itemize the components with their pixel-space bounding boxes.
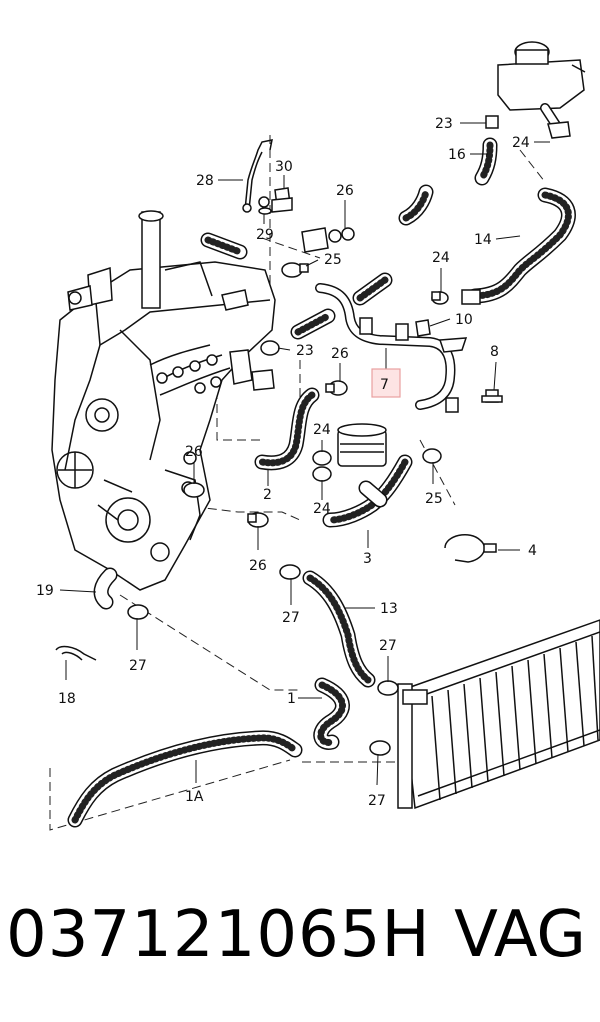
label-1A: 1A — [185, 789, 204, 805]
label-14: 14 — [474, 232, 492, 248]
engine-block — [51, 210, 276, 591]
label-4: 4 — [528, 543, 537, 559]
clamp-26-mid — [325, 380, 348, 396]
clamp-26-left — [183, 482, 205, 498]
label-27-left: 27 — [129, 658, 147, 674]
label-23-top: 23 — [435, 116, 453, 132]
label-18: 18 — [58, 691, 76, 707]
leader-lines — [59, 122, 550, 786]
clamp-25-right — [422, 448, 442, 464]
label-27-right: 27 — [379, 638, 397, 654]
assembly-guide-lines — [49, 135, 546, 831]
clamp-25-top — [281, 262, 309, 278]
label-10: 10 — [455, 312, 473, 328]
label-19: 19 — [36, 583, 54, 599]
clamp-27-a — [279, 564, 301, 580]
label-26-top: 26 — [336, 183, 354, 199]
clamp-24-cooler — [312, 450, 332, 482]
label-29: 29 — [256, 227, 274, 243]
label-26-left: 26 — [185, 444, 203, 460]
label-30: 30 — [275, 159, 293, 175]
expansion-tank — [485, 41, 586, 139]
clamp-27-d — [369, 740, 391, 756]
label-13: 13 — [380, 601, 398, 617]
coolant-pipe-7 — [315, 283, 468, 413]
brand-name: VAG — [454, 898, 586, 972]
label-3: 3 — [363, 551, 372, 567]
label-1: 1 — [287, 691, 296, 707]
label-24-top: 24 — [512, 135, 530, 151]
label-23-mid: 23 — [296, 343, 314, 359]
clamp-24-right — [431, 291, 449, 305]
callout-labels: 28 30 29 26 23 16 24 14 25 24 10 23 26 7… — [36, 116, 537, 809]
cooling-system-diagram: 28 30 29 26 23 16 24 14 25 24 10 23 26 7… — [36, 41, 600, 831]
label-27-mid: 27 — [282, 610, 300, 626]
label-25-right: 25 — [425, 491, 443, 507]
clamp-27-c — [377, 680, 399, 696]
label-7: 7 — [380, 377, 389, 393]
part-number: 037121065H — [6, 898, 431, 972]
radiator — [397, 619, 600, 810]
hoses — [67, 137, 576, 828]
label-8: 8 — [490, 344, 499, 360]
label-26-mid: 26 — [331, 346, 349, 362]
clamp-26-low — [247, 512, 269, 528]
highlight-box-7-border — [371, 368, 401, 398]
label-26-low: 26 — [249, 558, 267, 574]
label-24-cooler-bottom: 24 — [313, 501, 331, 517]
label-28: 28 — [196, 173, 214, 189]
label-16: 16 — [448, 147, 466, 163]
label-25-top: 25 — [324, 252, 342, 268]
label-27-bottom: 27 — [368, 793, 386, 809]
label-24-right: 24 — [432, 250, 450, 266]
oil-cooler — [337, 423, 387, 467]
clamps-and-fittings — [55, 139, 503, 756]
clamp-27-b — [127, 604, 149, 620]
highlight-box-7 — [372, 369, 400, 397]
clamp-23-mid — [260, 340, 280, 356]
label-24-cooler-top: 24 — [313, 422, 331, 438]
label-2: 2 — [263, 487, 272, 503]
